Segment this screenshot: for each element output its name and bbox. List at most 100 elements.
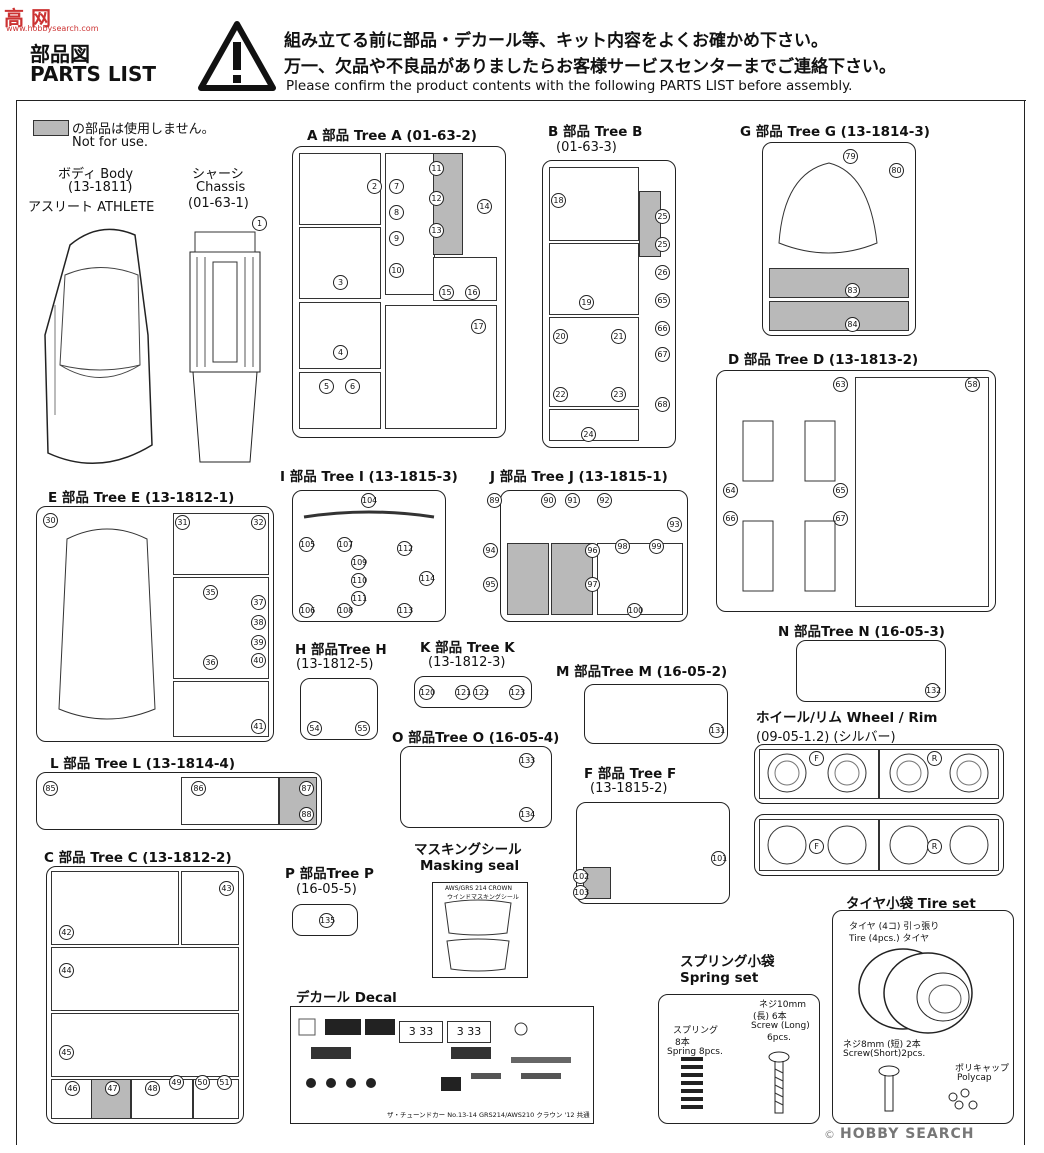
tree-l-label: L 部品 Tree L (13-1814-4) (50, 756, 235, 772)
part-number: 111 (351, 591, 367, 606)
spring-label-2: Spring set (680, 970, 759, 986)
part-number: 90 (541, 493, 556, 508)
wheel-label-2: (09-05-1.2) (シルバー) (756, 730, 896, 745)
part-number: 41 (251, 719, 266, 734)
part-number: 43 (219, 881, 234, 896)
part-number: 30 (43, 513, 58, 528)
left-frame-line (16, 100, 17, 1145)
part-number: 13 (429, 223, 444, 238)
tire-label: タイヤ小袋 Tire set (846, 896, 976, 912)
warning-icon (198, 21, 276, 91)
tree-m-label: M 部品Tree M (16-05-2) (556, 664, 728, 680)
part-number: 91 (565, 493, 580, 508)
tree-f-label-2: (13-1815-2) (590, 781, 668, 796)
part-number: 39 (251, 635, 266, 650)
body-label-3: アスリート ATHLETE (28, 200, 155, 215)
part-number: 122 (473, 685, 489, 700)
spring-item-count: 8本 (675, 1038, 690, 1048)
part-number: 67 (833, 511, 848, 526)
part-number: 38 (251, 615, 266, 630)
tree-k-label-2: (13-1812-3) (428, 655, 506, 670)
tree-f: 101 102 103 (573, 802, 730, 904)
part-number: 97 (585, 577, 600, 592)
masking-subtitle: ウインドマスキングシール (447, 894, 519, 901)
screw-short-en: Screw(Short)2pcs. (843, 1049, 926, 1059)
tire-en: Tire (4pcs.) タイヤ (849, 934, 930, 944)
tree-i: 104 105 106 107 108 109 110 111 112 113 … (292, 490, 446, 622)
part-number: 95 (483, 577, 498, 592)
wheel-tree: F R (754, 744, 1004, 804)
part-number: 83 (845, 283, 860, 298)
tree-g: 79 80 83 84 (762, 142, 916, 336)
polycap-en: Polycap (957, 1073, 992, 1083)
tree-e-label: E 部品 Tree E (13-1812-1) (48, 490, 235, 506)
right-frame-line (1024, 100, 1025, 1145)
part-number: 109 (351, 555, 367, 570)
masking-label-2: Masking seal (420, 858, 520, 874)
tree-n-label: N 部品Tree N (16-05-3) (778, 624, 945, 640)
part-number: 35 (203, 585, 218, 600)
tree-h: 54 55 (300, 678, 378, 740)
polycap-jp: ポリキャップ (955, 1064, 1010, 1074)
chassis-drawing (189, 231, 261, 463)
part-number: 9 (389, 231, 404, 246)
part-number: 131 (709, 723, 725, 738)
body-shell-drawing (44, 228, 153, 464)
part-number: 80 (889, 163, 904, 178)
tree-o-label: O 部品Tree O (16-05-4) (392, 730, 560, 746)
tree-h-label-2: (13-1812-5) (296, 657, 374, 672)
legend-en: Not for use. (72, 135, 149, 150)
tree-b: 18 19 20 21 22 23 24 25 25 26 65 66 67 6… (542, 160, 676, 448)
part-number: 96 (585, 543, 600, 558)
part-number: 17 (471, 319, 486, 334)
part-number: 7 (389, 179, 404, 194)
part-number: F (809, 751, 824, 766)
part-number: 85 (43, 781, 58, 796)
part-number: 65 (833, 483, 848, 498)
part-number: 102 (573, 869, 589, 884)
part-number: 65 (655, 293, 670, 308)
part-number: 107 (337, 537, 353, 552)
part-number: 49 (169, 1075, 184, 1090)
part-number: R (927, 839, 942, 854)
part-number: 121 (455, 685, 471, 700)
tree-b-label-1: B 部品 Tree B (548, 124, 643, 140)
copyright-mark: © (824, 1128, 835, 1141)
tree-d-label: D 部品 Tree D (13-1813-2) (728, 352, 919, 368)
tree-p-label-1: P 部品Tree P (285, 866, 374, 882)
screw-long-count: 6pcs. (767, 1033, 791, 1043)
part-number: 104 (361, 493, 377, 508)
tree-c-label: C 部品 Tree C (13-1812-2) (44, 850, 232, 866)
part-number: 15 (439, 285, 454, 300)
part-number: 58 (965, 377, 980, 392)
tree-i-label: I 部品 Tree I (13-1815-3) (280, 469, 458, 485)
part-number: 86 (191, 781, 206, 796)
part-number: 12 (429, 191, 444, 206)
part-number: 47 (105, 1081, 120, 1096)
tire-jp: タイヤ (4コ) 引っ張り (849, 922, 940, 932)
tree-a-label: A 部品 Tree A (01-63-2) (307, 128, 477, 144)
not-for-use-swatch (33, 120, 69, 136)
screw-long-en: Screw (Long) (751, 1021, 810, 1031)
part-number: 8 (389, 205, 404, 220)
part-number: 92 (597, 493, 612, 508)
rim-tree: F R (754, 814, 1004, 876)
warning-line-jp-1: 組み立てる前に部品・デカール等、キット内容をよくお確かめ下さい。 (284, 31, 828, 51)
part-number: 112 (397, 541, 413, 556)
part-number: 6 (345, 379, 360, 394)
tree-o: 133 134 (400, 746, 552, 828)
tree-g-label: G 部品 Tree G (13-1814-3) (740, 124, 930, 140)
part-number: 18 (551, 193, 566, 208)
wheel-label-1: ホイール/リム Wheel / Rim (756, 710, 938, 726)
license-plate: 3 33 (447, 1021, 491, 1043)
part-number: 3 (333, 275, 348, 290)
part-number: 66 (723, 511, 738, 526)
part-number: 14 (477, 199, 492, 214)
part-number: 100 (627, 603, 643, 618)
part-number: 110 (351, 573, 367, 588)
spring-label-1: スプリング小袋 (680, 954, 775, 970)
masking-label-1: マスキングシール (414, 842, 522, 858)
part-number: 132 (925, 683, 941, 698)
part-number: 51 (217, 1075, 232, 1090)
spring-item-en: Spring 8pcs. (667, 1047, 723, 1057)
